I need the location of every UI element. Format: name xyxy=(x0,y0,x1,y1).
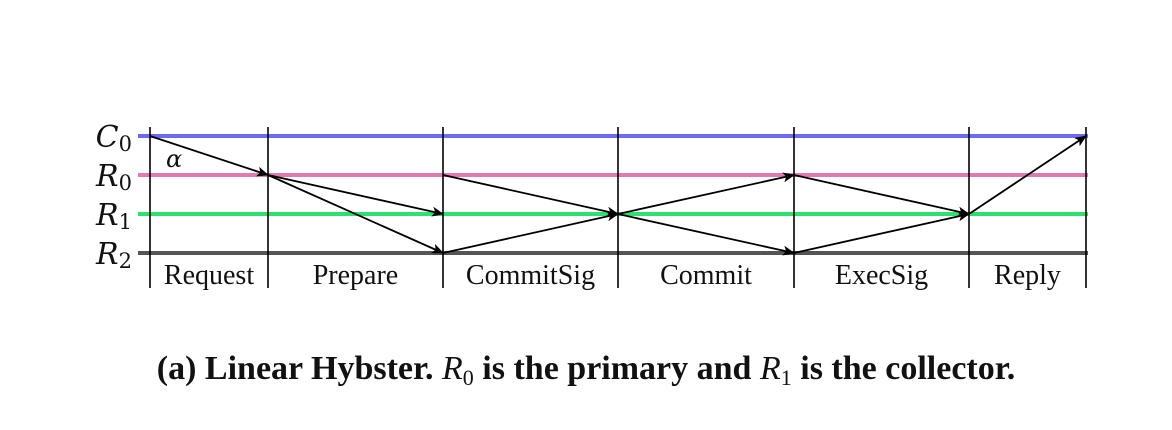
phase-label-request: Request xyxy=(164,260,254,291)
process-label-r0: R0 xyxy=(95,159,132,195)
message-arrow xyxy=(793,211,970,254)
message-arrow xyxy=(267,174,444,217)
message-arrow xyxy=(617,213,795,256)
phase-labels: Request Prepare CommitSig Commit ExecSig Repl… xyxy=(164,260,1061,291)
caption-prefix: (a) Linear Hybster. xyxy=(156,350,442,387)
message-arrows xyxy=(149,135,1087,256)
phase-label-prepare: Prepare xyxy=(313,260,399,291)
phase-label-commit: Commit xyxy=(660,260,752,291)
message-arrow xyxy=(149,135,269,177)
process-label-c0: C0 xyxy=(96,120,132,156)
process-label-r1: R1 xyxy=(95,198,132,234)
message-arrow xyxy=(793,174,970,217)
message-arrow xyxy=(442,174,619,217)
caption-var-collector: R1 xyxy=(759,350,792,390)
message-arrow xyxy=(617,172,795,215)
message-arrow xyxy=(968,135,1087,215)
phase-label-execsig: ExecSig xyxy=(835,260,928,291)
process-label-r2: R2 xyxy=(95,237,132,273)
figure-caption: (a) Linear Hybster. R0 is the primary an… xyxy=(0,350,1172,391)
message-arrow xyxy=(442,211,619,254)
phase-label-reply: Reply xyxy=(994,260,1061,291)
process-timelines xyxy=(138,134,1088,255)
phase-label-commitsig: CommitSig xyxy=(466,260,595,291)
phase-dividers xyxy=(149,127,1087,288)
alpha-label: α xyxy=(166,145,182,173)
message-arrow xyxy=(267,174,444,254)
caption-var-primary: R0 xyxy=(442,350,474,390)
caption-middle: is the primary and xyxy=(473,350,760,387)
caption-suffix: is the collector. xyxy=(791,350,1016,387)
